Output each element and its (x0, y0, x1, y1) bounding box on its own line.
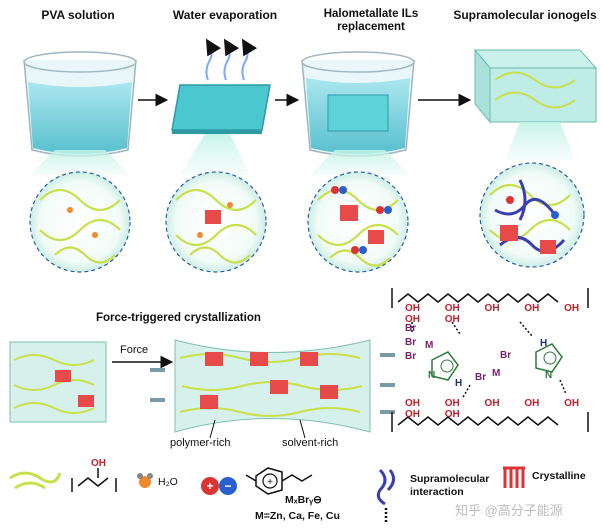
crystalline-blocks (205, 205, 556, 254)
legend-supramolecular: Supramolecular interaction (410, 473, 489, 499)
n-label-left: N (428, 370, 436, 381)
svg-text:+: + (206, 479, 213, 493)
legend-pva-unit-icon (71, 468, 117, 492)
zoom-beam-3 (310, 150, 410, 175)
stage-title-ionogels: Supramolecular ionogels (453, 8, 597, 22)
svg-text:+: + (267, 477, 273, 488)
evaporating-film (171, 38, 271, 134)
stage-title-water-evaporation: Water evaporation (172, 8, 278, 22)
il-beaker (301, 51, 415, 157)
stage-title-halometallate-line2: replacement (337, 21, 405, 33)
legend-supramolecular-line1: Supramolecular (410, 473, 490, 485)
legend-supramolecular-line2: interaction (410, 486, 464, 498)
legend-ion-pair-icon: + − (201, 477, 237, 495)
zoom-circle-pva (29, 171, 131, 273)
legend-polymer-icon (9, 471, 62, 490)
zoom-beam-1 (30, 150, 130, 175)
zoom-beam-4 (505, 122, 575, 160)
legend-metals: M=Zn, Ca, Fe, Cu (255, 510, 340, 522)
legend-oh: OH (91, 458, 106, 469)
stage-title-halometallate: Halometallate ILs replacement (296, 8, 446, 34)
n-label-right: N (545, 370, 553, 381)
legend-crystalline-icon (503, 466, 525, 488)
m-label-left: M (425, 340, 434, 351)
zoom-circle-ionogel (479, 162, 585, 268)
solvent-rich-label: solvent-rich (282, 437, 339, 449)
svg-text:−: − (224, 479, 231, 493)
legend-h2o: H₂O (158, 476, 178, 488)
force-label: Force (120, 344, 149, 356)
legend-crystalline: Crystalline (532, 470, 586, 482)
pva-beaker (23, 51, 137, 157)
oh-top-row: OH OH OH OH OH OH OH (405, 303, 580, 325)
br-labels-right: Br (500, 350, 512, 361)
ionogel-block (473, 48, 598, 124)
ion-dots (67, 186, 559, 254)
legend-mxbry: MₓBrᵧ⊖ (285, 494, 322, 506)
watermark: 知乎 @高分子能源 (455, 503, 563, 518)
m-label-mid: M (492, 368, 501, 379)
stage-title-pva: PVA solution (41, 8, 115, 22)
legend-supramolecular-icon (376, 468, 395, 522)
zoom-beam-2 (180, 134, 250, 175)
solvent-rich-pointer (299, 419, 306, 439)
molecular-structure (391, 288, 589, 432)
oh-bottom-row: OH OH OH OH OH OH OH (405, 398, 580, 420)
h-label-right: H (540, 338, 548, 349)
legend-water-icon (137, 473, 153, 488)
polymer-strands (39, 183, 571, 267)
polymer-rich-label: polymer-rich (170, 437, 231, 449)
br-labels-mid: Br (475, 372, 487, 383)
polymer-rich-pointer (209, 419, 216, 439)
force-crystallization-title: Force-triggered crystallization (96, 312, 261, 324)
stage-title-halometallate-line1: Halometallate ILs (323, 8, 419, 20)
legend-imidazolium-icon: + (245, 467, 313, 495)
stretched-crystals (200, 352, 338, 409)
zoom-circle-replacement (307, 171, 409, 273)
h-label-left: H (455, 378, 463, 389)
relaxed-gel-strands (13, 354, 95, 414)
